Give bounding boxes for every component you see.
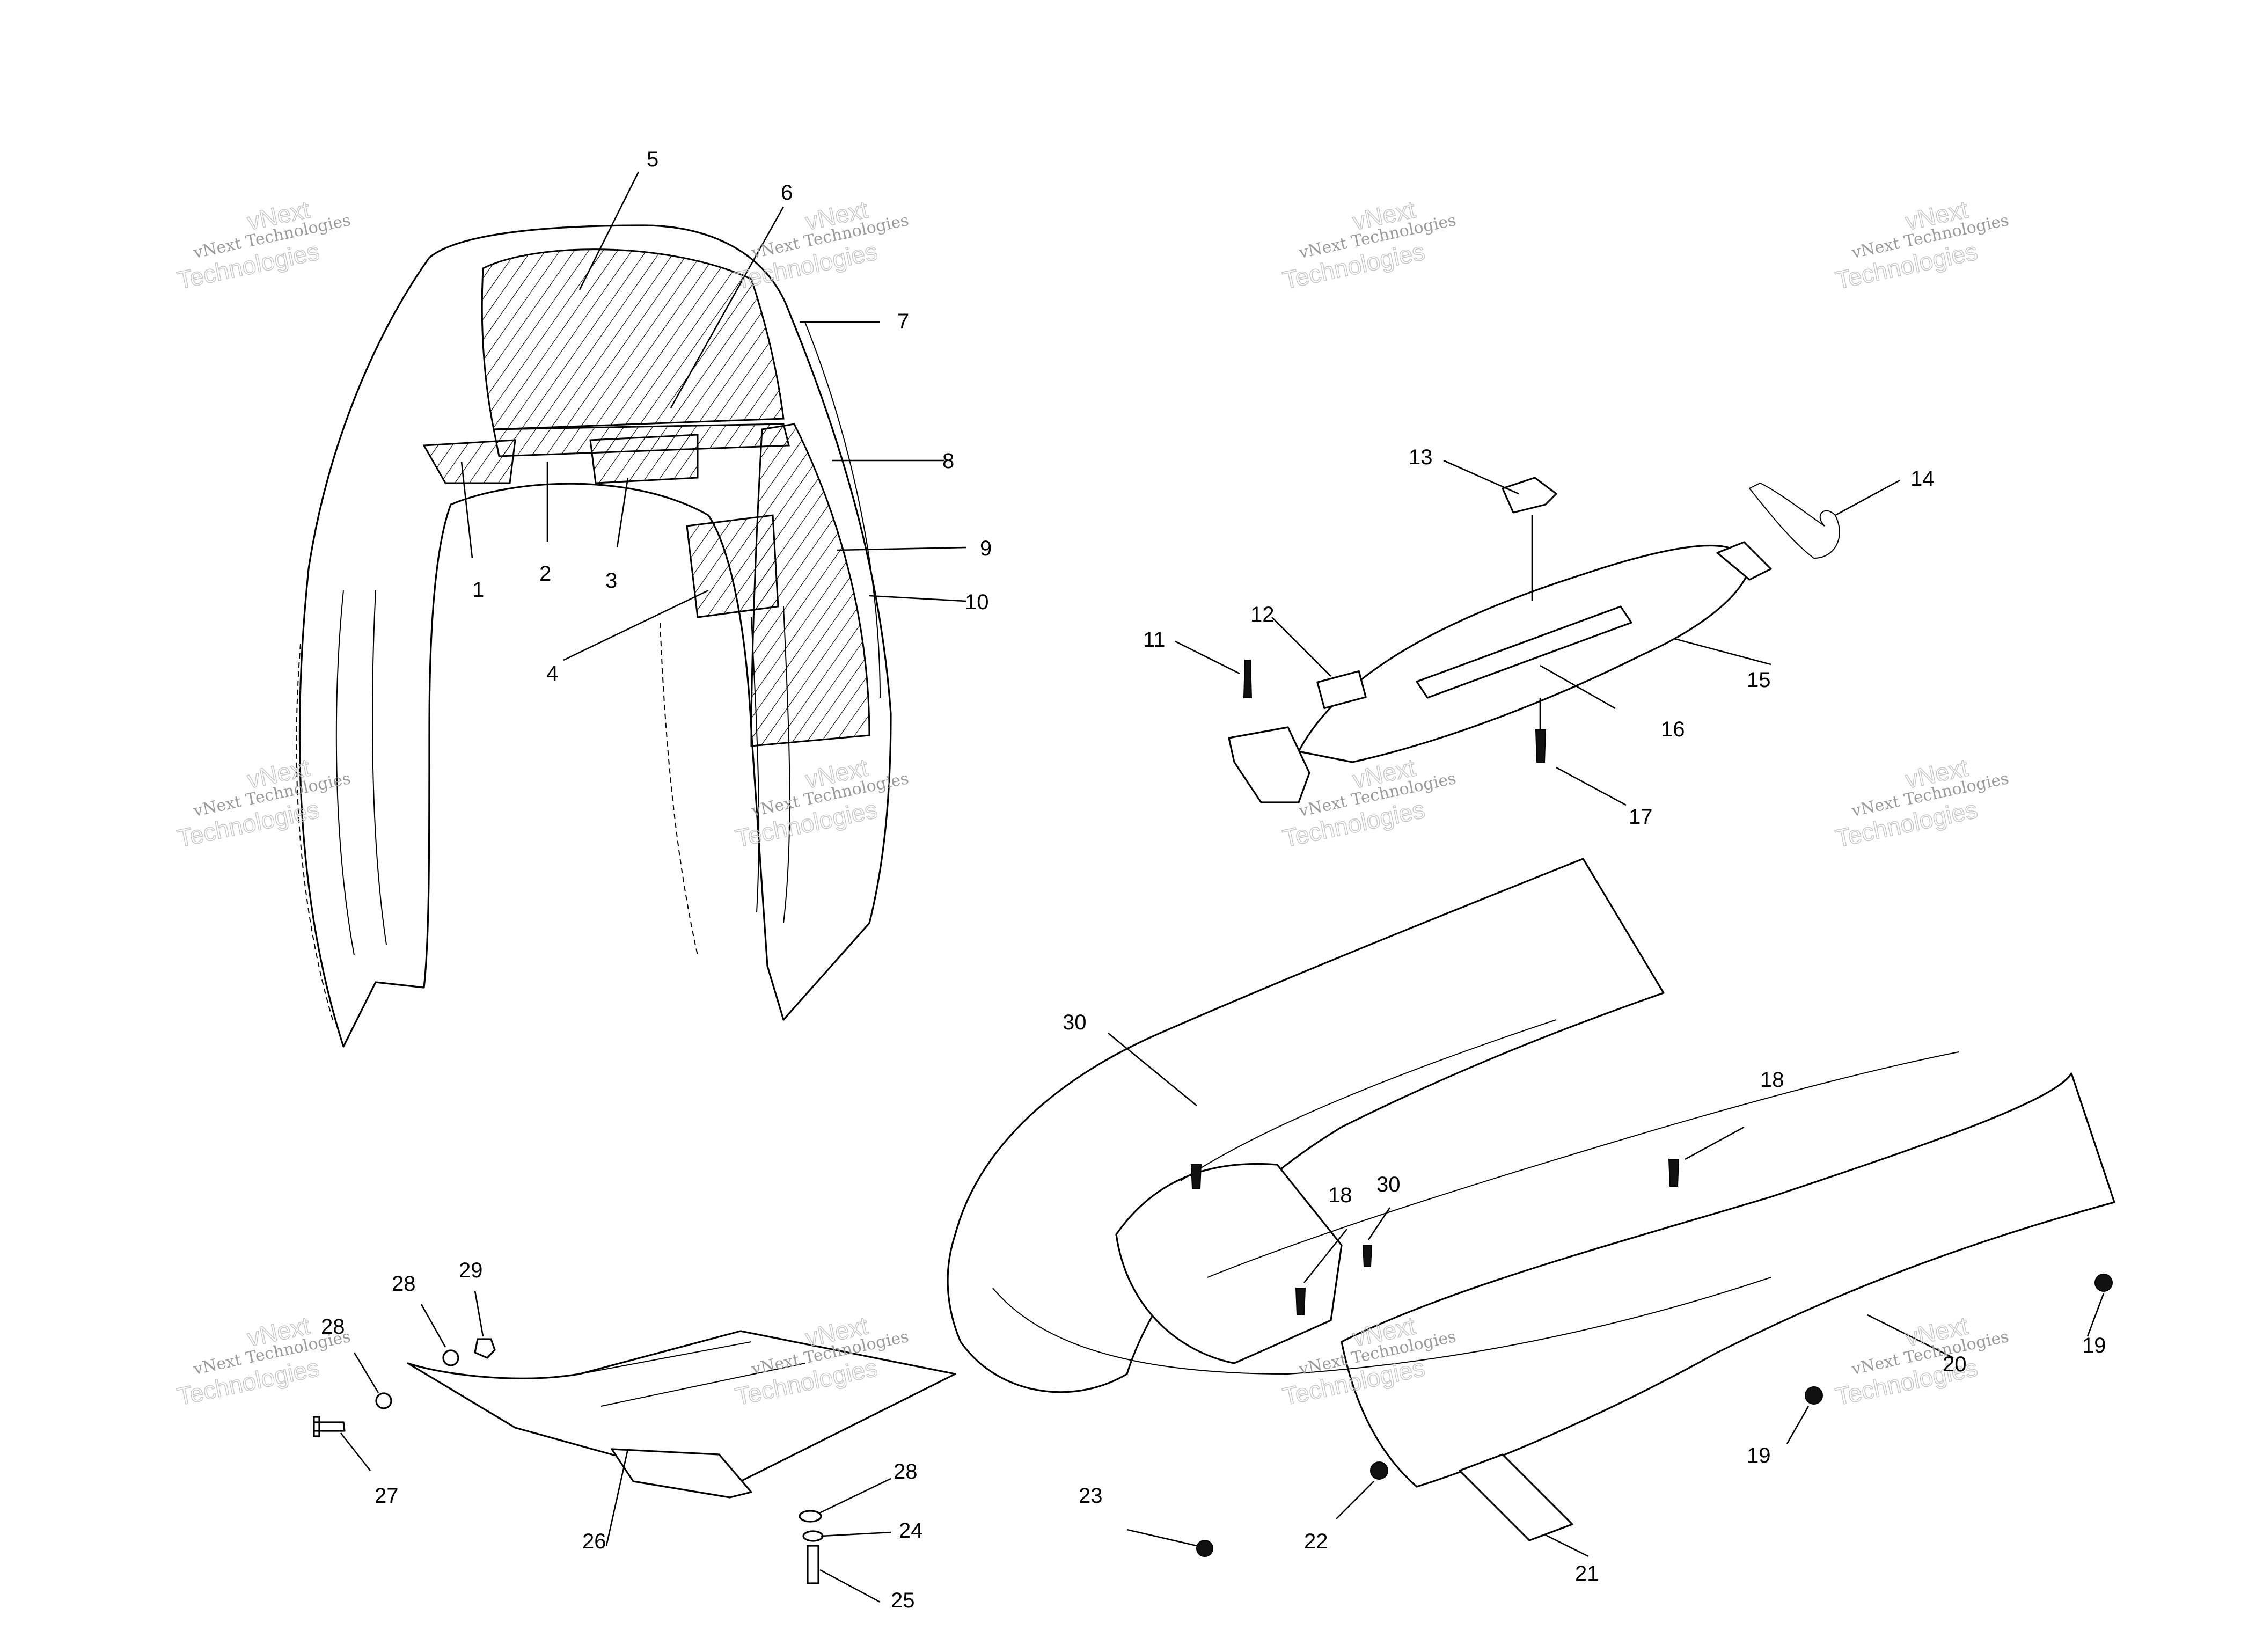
bracket-leaders [1175,459,1900,806]
screw-17 [1535,729,1547,763]
callout-2: 2 [539,562,551,586]
washer-28c [799,1510,822,1523]
nut-29 [474,1338,496,1359]
callout-9: 9 [980,537,992,560]
hood-leaders [460,171,966,661]
callout-15: 15 [1747,668,1771,692]
washer-24 [802,1530,824,1542]
seat-bracket-group [1228,477,1840,803]
clip-13 [1502,477,1557,514]
callout-4: 4 [546,662,558,685]
callout-10: 10 [965,590,989,614]
callout-22: 22 [1304,1530,1328,1553]
callout-29: 29 [459,1259,483,1282]
watermark-3: vNext vNext Technologies Technologies [1280,195,1458,295]
callout-7: 7 [897,310,909,333]
hood-strip-right [804,321,881,698]
skid-plate-group [313,1330,956,1584]
belly-pan-right-wing [1341,1072,2115,1488]
screw-11 [1243,660,1253,698]
bracket-mount-plate [1228,726,1310,803]
skid-plate-lip [611,1448,752,1499]
watermark-1: vNext vNext Technologies Technologies [174,195,352,295]
callout-23: 23 [1079,1484,1103,1508]
wire-hook-14 [1748,482,1840,559]
callout-30a: 30 [1063,1011,1087,1034]
callout-12: 12 [1250,603,1275,626]
hood-windshield-hatched [481,248,785,430]
washer-28a [442,1349,459,1366]
grommet-22 [1370,1461,1388,1480]
callout-13: 13 [1409,445,1433,469]
watermark-4: vNext vNext Technologies Technologies [1833,195,2010,295]
callout-26: 26 [582,1530,606,1553]
callout-1: 1 [472,578,484,602]
belly-pan-center [1115,1163,1343,1364]
grommet-23 [1196,1540,1213,1557]
hood-inner-right-trim [751,606,790,924]
callout-28c: 28 [894,1460,918,1483]
hood-assembly [296,224,892,1048]
skid-plate-rib [579,1341,805,1407]
bracket-label-strip [1416,605,1632,699]
grommet-19b [1805,1386,1823,1405]
callout-11: 11 [1143,628,1166,652]
callout-28a: 28 [392,1272,416,1296]
belly-pan-group [947,858,2115,1541]
callout-6: 6 [781,181,793,204]
callout-18a: 18 [1760,1068,1784,1092]
callout-20: 20 [1943,1353,1967,1376]
callout-25: 25 [891,1589,915,1612]
hood-inner-left-trim [335,590,387,956]
rivet-18b [1295,1288,1306,1315]
skid-leaders [340,1290,891,1603]
callout-17: 17 [1629,805,1653,829]
hood-inner-dash-left [296,644,333,1020]
belly-pan-inner-rib-c [992,1277,1771,1375]
hood-bracket-mid [589,434,699,484]
callout-3: 3 [605,569,617,593]
skid-plate-body [407,1330,956,1482]
callout-labels: 1 2 3 4 5 6 7 8 9 10 11 12 13 14 15 16 1… [321,148,2106,1612]
callout-28b: 28 [321,1315,345,1339]
callout-18b: 18 [1328,1183,1352,1207]
hood-bracket-left [422,439,516,484]
callout-24: 24 [899,1519,923,1543]
rivet-30b [1362,1245,1373,1267]
callout-16: 16 [1661,718,1685,741]
callout-5: 5 [647,148,658,171]
bolt-25 [807,1545,819,1584]
belly-fasteners [1190,1159,2113,1557]
bracket-tab-end [1716,541,1772,581]
callout-8: 8 [942,449,954,473]
bolt-27 [313,1416,346,1437]
rivet-30a [1190,1164,1202,1189]
watermark-12: vNext vNext Technologies Technologies [1833,1311,2010,1411]
watermark-8: vNext vNext Technologies Technologies [1833,753,2010,853]
grommet-19a [2094,1274,2113,1292]
callout-19a: 19 [2082,1334,2106,1357]
belly-pan-inner-rib-a [1180,1019,1557,1181]
rivet-18a [1668,1159,1680,1187]
watermark-2: vNext vNext Technologies Technologies [733,195,910,295]
callout-19b: 19 [1747,1444,1771,1467]
washer-28b [375,1392,392,1409]
callout-14: 14 [1910,467,1935,491]
hood-inner-dash-right [660,622,698,956]
bracket-label-12 [1316,670,1367,710]
callout-27: 27 [375,1484,399,1508]
belly-pan-inner-rib-b [1207,1051,1959,1278]
hood-bracket-right [686,514,779,618]
plate-21 [1459,1453,1573,1541]
callout-21: 21 [1575,1562,1599,1585]
belly-leaders [1108,1032,2105,1558]
callout-30b: 30 [1376,1173,1401,1196]
